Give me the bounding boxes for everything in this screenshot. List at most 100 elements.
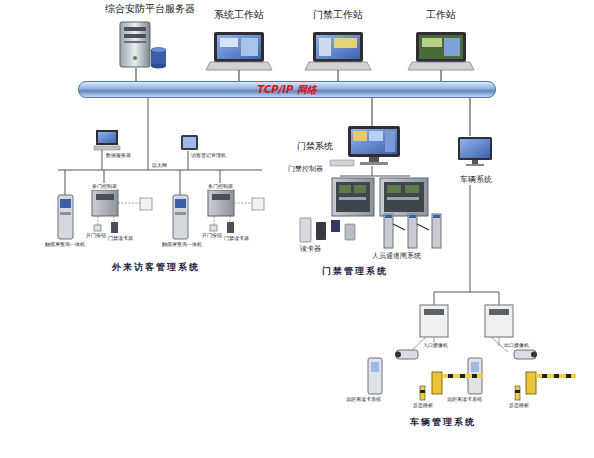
device-label: 人员通道闸系统 xyxy=(372,253,421,261)
server-icon xyxy=(120,22,166,69)
network-wire-part xyxy=(102,150,103,170)
server-icon-part xyxy=(133,56,137,60)
monitor-icon-part xyxy=(466,164,484,166)
kiosk-icon-part xyxy=(60,199,71,208)
door-device-icon-part xyxy=(227,222,234,233)
controller-cabinet-part xyxy=(387,185,401,193)
device-wire-part xyxy=(98,216,99,225)
laptop-icon-part xyxy=(313,32,363,62)
kiosk-icon xyxy=(58,195,188,239)
turnstile-icon-part xyxy=(408,214,417,248)
network-wire-part xyxy=(188,151,189,170)
network-wire-part xyxy=(434,292,435,305)
device-label: 反恐路桩 xyxy=(413,403,433,409)
controller-cabinet-part xyxy=(339,197,366,200)
monitor-icon-part xyxy=(369,157,379,162)
monitor-icon xyxy=(330,126,400,166)
network-link xyxy=(440,70,441,81)
laptop-icon-part xyxy=(419,35,463,59)
monitor-icon-part xyxy=(353,131,367,141)
card-reader-icon-part xyxy=(345,224,355,240)
vehicle-controller-part xyxy=(424,309,444,315)
controller-cabinet-part xyxy=(336,182,370,212)
controller-cabinet-part xyxy=(339,185,351,193)
device-wire-part xyxy=(230,216,231,222)
controller-icon-part xyxy=(92,190,118,216)
door-device-icon xyxy=(94,198,264,233)
network-wire-part xyxy=(104,170,105,183)
card-reader-icon-part xyxy=(300,218,311,242)
node-label: 车辆系统 xyxy=(460,176,492,185)
network-wire xyxy=(58,98,262,195)
vehicle-controller xyxy=(420,305,513,337)
device-wire-part xyxy=(234,203,252,204)
device-label: 开门按钮 xyxy=(202,233,222,239)
device-label: 读卡器 xyxy=(300,246,321,254)
device-wire-part xyxy=(214,216,215,225)
barrier-gate-part xyxy=(526,372,536,394)
kiosk-icon-part xyxy=(58,195,73,239)
barrier-gate-part xyxy=(554,374,559,378)
subsystem-caption: 车辆管理系统 xyxy=(410,418,476,428)
device-wire xyxy=(98,203,252,225)
network-wire-part xyxy=(372,166,373,176)
device-label: 反恐路桩 xyxy=(509,403,529,409)
laptop-icon-part xyxy=(319,38,331,56)
server-icon-part xyxy=(151,48,166,53)
tablet-icon-part xyxy=(181,135,198,150)
device-label: 触摸屏查询一体机 xyxy=(162,242,202,248)
controller-cabinet-part xyxy=(384,182,424,212)
kiosk-icon-part xyxy=(173,195,188,239)
monitor-icon-part xyxy=(472,160,478,164)
node-label: 系统工作站 xyxy=(214,9,264,20)
computer-icon-part xyxy=(98,132,116,143)
bollard-icon-part xyxy=(420,386,425,400)
turnstile-icon-part xyxy=(432,214,441,248)
device-label: 多门控制器 xyxy=(208,184,233,190)
device-label: 远距离读卡系统 xyxy=(346,397,381,403)
network-wire-part xyxy=(65,170,66,195)
turnstile-icon-part xyxy=(433,215,440,218)
vehicle-controller-part xyxy=(485,305,513,337)
network-wire-part xyxy=(58,170,262,171)
turnstile-icon-part xyxy=(417,224,429,230)
device-label: 门禁控制器 xyxy=(288,166,323,174)
controller-icon-part xyxy=(212,194,230,200)
controller-icon-part xyxy=(96,194,114,200)
card-reader-icon-part xyxy=(331,220,340,232)
laptop-icon-part xyxy=(214,32,264,62)
workstation-node: 工作站 xyxy=(405,8,477,70)
server-icon-part xyxy=(120,22,150,67)
door-device-icon-part xyxy=(140,198,152,210)
barrier-gate-part xyxy=(432,372,442,394)
network-wire-part xyxy=(470,185,471,292)
barrier-gate-part xyxy=(536,374,576,378)
node-label: 门禁工作站 xyxy=(313,9,363,20)
monitor-icon-part xyxy=(458,137,492,160)
camera-icon-part xyxy=(395,352,401,358)
device-label: 入口摄像机 xyxy=(423,343,448,349)
monitor-icon-part xyxy=(330,160,354,166)
server-node: 综合安防平台服务器 xyxy=(80,2,220,68)
door-device-icon-part xyxy=(252,198,264,210)
system-node: 门禁系统 xyxy=(295,126,405,168)
tablet-icon-part xyxy=(183,137,196,148)
network-wire-part xyxy=(499,292,500,305)
laptop-icon xyxy=(206,32,272,70)
network-wire-part xyxy=(180,170,181,195)
device-wire-part xyxy=(114,216,115,222)
monitor-icon-part xyxy=(348,126,400,157)
laptop-icon-part xyxy=(316,35,360,59)
node-label: 门禁系统 xyxy=(297,142,333,152)
monitor-icon-part xyxy=(360,162,388,165)
laptop-icon xyxy=(408,32,474,70)
barrier-gate-part xyxy=(460,374,465,378)
device-label: 开门按钮 xyxy=(86,233,106,239)
laptop-icon-part xyxy=(241,38,258,56)
controller-cabinet-part xyxy=(354,185,366,193)
computer-icon-part xyxy=(96,130,118,145)
